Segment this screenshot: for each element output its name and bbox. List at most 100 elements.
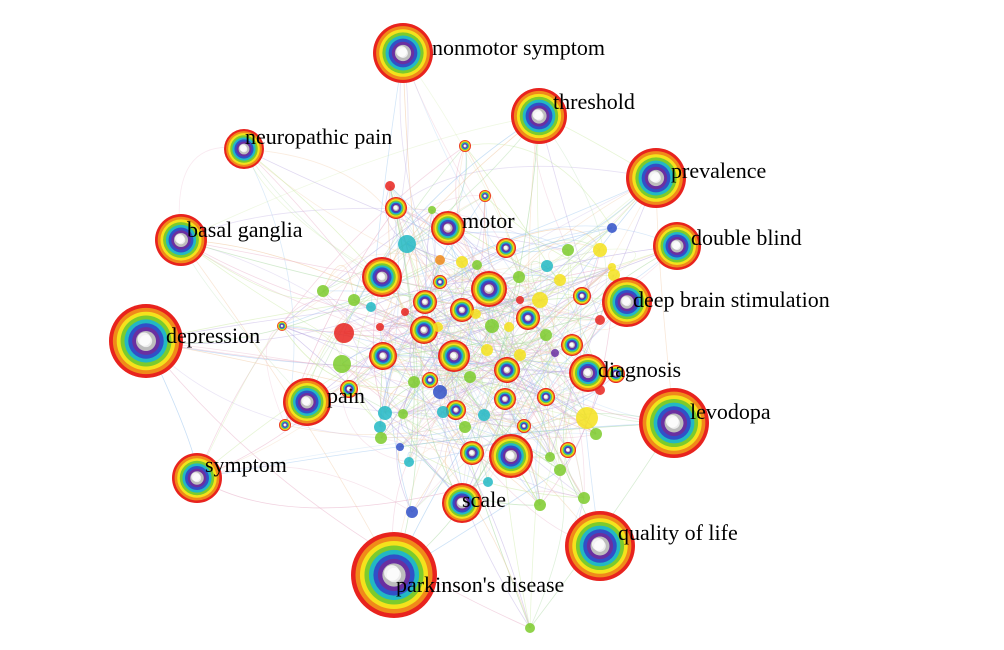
minor-node	[279, 419, 291, 431]
edge	[401, 413, 466, 436]
edge	[180, 239, 525, 427]
edge	[281, 325, 350, 390]
minor-node-layer	[277, 140, 625, 633]
edge	[471, 245, 678, 454]
edge	[538, 115, 601, 321]
edge	[341, 177, 657, 365]
minor-node	[378, 406, 392, 420]
edge	[402, 325, 493, 415]
edge	[145, 340, 531, 629]
minor-node	[334, 323, 354, 343]
minor-node	[489, 434, 533, 478]
minor-node	[396, 443, 404, 451]
edge	[145, 340, 525, 427]
minor-node	[472, 260, 482, 270]
label-nonmotor-symptom: nonmotor symptom	[432, 35, 605, 60]
node-nonmotor-symptom	[373, 23, 433, 83]
edge	[353, 299, 547, 345]
edge	[395, 207, 441, 393]
edge	[437, 266, 613, 328]
node-levodopa	[639, 388, 709, 458]
minor-node	[446, 400, 466, 420]
node-neuropathic-pain	[224, 129, 264, 169]
edge	[483, 389, 601, 416]
node-parkinsons-disease	[351, 532, 437, 618]
minor-node	[551, 349, 559, 357]
edge	[461, 261, 525, 427]
edge	[341, 363, 585, 499]
edge	[439, 259, 628, 303]
label-neuropathic-pain: neuropathic pain	[245, 124, 392, 149]
label-depression: depression	[166, 323, 260, 348]
edge	[380, 177, 657, 439]
minor-node	[317, 285, 329, 297]
edge	[393, 177, 657, 576]
minor-node	[369, 342, 397, 370]
edge	[306, 356, 589, 403]
edge	[461, 228, 601, 263]
edge	[423, 329, 585, 499]
node-pain	[283, 378, 331, 426]
edge	[348, 325, 493, 390]
minor-node	[366, 302, 376, 312]
minor-node	[485, 319, 499, 333]
minor-node	[410, 316, 438, 344]
minor-node	[433, 275, 447, 289]
edge	[243, 148, 408, 245]
minor-node	[554, 464, 566, 476]
edge	[538, 115, 607, 321]
label-diagnosis: diagnosis	[598, 357, 681, 382]
node-basal-ganglia	[155, 214, 207, 266]
label-double-blind: double blind	[691, 225, 802, 250]
edge	[379, 334, 547, 428]
minor-node	[408, 376, 420, 388]
edge	[518, 242, 601, 278]
minor-node	[573, 287, 591, 305]
node-symptom	[172, 453, 222, 503]
edge	[439, 227, 613, 283]
edge	[579, 295, 601, 547]
edge	[379, 326, 450, 413]
edge	[355, 306, 381, 428]
edge	[549, 177, 657, 458]
edge	[322, 195, 486, 292]
minor-node	[540, 329, 552, 341]
minor-node	[362, 257, 402, 297]
minor-node	[406, 506, 418, 518]
edge	[429, 376, 588, 419]
minor-node	[437, 406, 449, 418]
minor-node	[595, 315, 605, 325]
minor-node	[562, 244, 574, 256]
minor-node	[578, 492, 590, 504]
edge	[406, 145, 468, 245]
edge	[196, 422, 675, 479]
edge	[306, 389, 601, 415]
minor-node	[450, 298, 474, 322]
edge	[429, 245, 678, 381]
label-symptom: symptom	[205, 452, 287, 477]
minor-node	[277, 321, 287, 331]
minor-node	[375, 432, 387, 444]
edge	[196, 325, 283, 479]
edge	[424, 145, 467, 303]
edge	[411, 355, 455, 513]
edge	[180, 239, 556, 354]
edge	[380, 264, 478, 439]
minor-node	[433, 322, 443, 332]
minor-node	[459, 140, 471, 152]
edge	[281, 313, 477, 333]
minor-node	[456, 256, 468, 268]
edge	[531, 490, 585, 506]
minor-node	[561, 334, 583, 356]
minor-node	[517, 419, 531, 433]
minor-node	[560, 442, 576, 458]
minor-node	[340, 380, 358, 398]
edge	[563, 319, 601, 499]
node-depression	[109, 304, 183, 378]
minor-node	[607, 223, 617, 233]
edge	[491, 177, 657, 327]
label-prevalence: prevalence	[671, 158, 766, 183]
node-prevalence	[626, 148, 686, 208]
